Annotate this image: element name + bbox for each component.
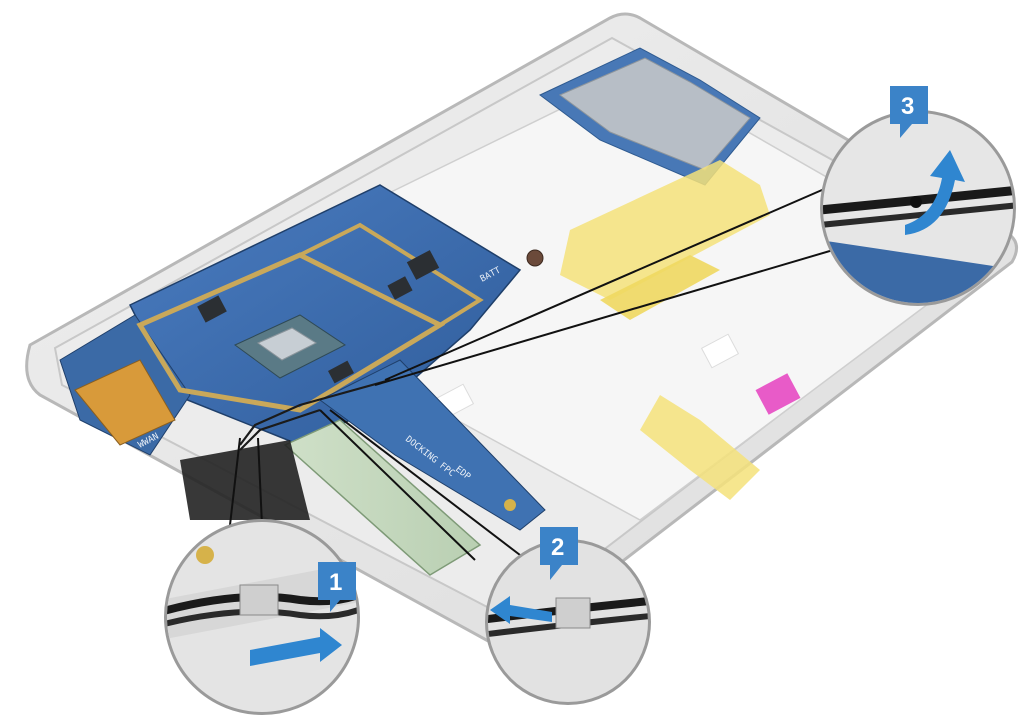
io-board: DOCKING FPC EDP xyxy=(319,359,546,531)
magnifier-1 xyxy=(164,519,360,715)
magnifier-2 xyxy=(485,539,651,705)
callout-2-number: 2 xyxy=(551,534,564,561)
ssd-card xyxy=(180,419,482,576)
callout-3-number: 3 xyxy=(901,93,914,120)
pink-tag xyxy=(755,373,801,415)
magnifier-3 xyxy=(820,110,1016,306)
leader-lines xyxy=(229,179,846,561)
antenna-cables xyxy=(239,378,391,451)
top-daughterboard xyxy=(539,47,761,186)
callout-1: 1 xyxy=(318,562,356,612)
callout-3: 3 xyxy=(890,86,928,138)
wwan-card: WWAN xyxy=(74,359,176,451)
callout-1-number: 1 xyxy=(329,569,342,596)
callout-2: 2 xyxy=(540,527,578,580)
